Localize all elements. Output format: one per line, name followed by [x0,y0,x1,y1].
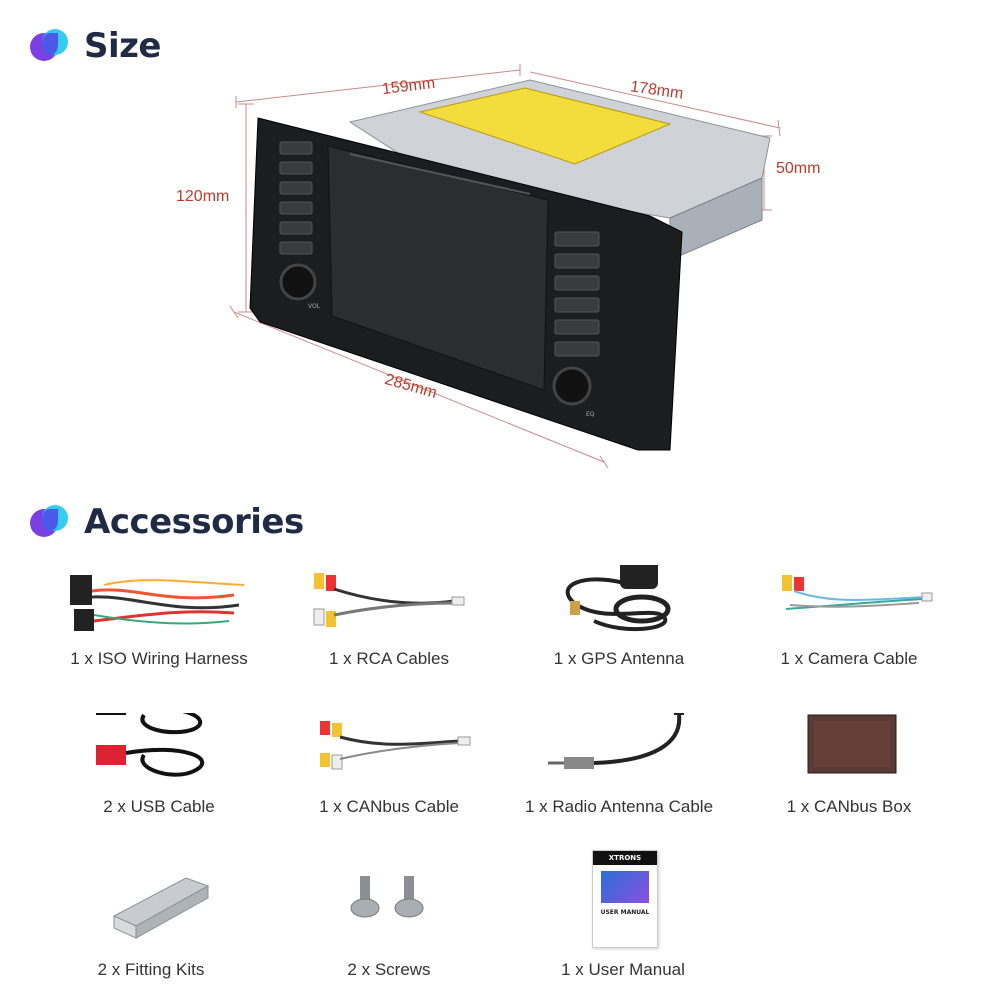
dimension-height-back: 50mm [776,160,821,177]
volume-knob [279,263,317,301]
accessory-label: 2 x Fitting Kits [97,960,205,979]
manual-screen-image [601,871,649,903]
canbus-cable-icon [320,721,471,770]
accessory-canbus-box: 1 x CANbus Box [734,713,964,843]
size-section-title: Size [30,26,162,66]
accessory-label: 1 x User Manual [561,960,685,979]
brand-bubble-icon [30,505,70,539]
manual-brand-bar: XTRONS [593,851,657,865]
accessory-label: 1 x RCA Cables [329,649,449,668]
accessory-user-manual: XTRONS USER MANUAL 1 x User Manual [508,850,738,1006]
accessory-screws: 2 x Screws [274,876,504,1006]
accessory-camera-cable: 1 x Camera Cable [734,565,964,695]
user-manual-icon: XTRONS USER MANUAL [592,850,658,948]
accessory-rca-cables: 1 x RCA Cables [274,565,504,695]
canbus-box-icon [807,714,897,774]
size-title-text: Size [84,26,162,66]
accessory-fitting-kits: 2 x Fitting Kits [36,876,266,1006]
dimension-height-front: 120mm [176,188,230,205]
screws-icon [350,876,424,918]
accessory-label: 1 x CANbus Cable [319,797,459,816]
accessory-label: 2 x Screws [347,960,431,979]
wiring-harness-icon [70,575,245,631]
rca-cables-icon [313,573,465,627]
right-button-panel [554,231,600,357]
accessory-label: 1 x Camera Cable [780,649,918,668]
fitting-kits-icon [112,877,210,939]
accessory-label: 1 x CANbus Box [786,797,912,816]
manual-brand: XTRONS [608,854,642,862]
vol-label: VOL [308,303,321,310]
warning-label [418,87,672,165]
accessory-radio-antenna-cable: 1 x Radio Antenna Cable [504,713,734,843]
accessories-title-text: Accessories [84,502,304,542]
radio-antenna-cable-icon [548,713,684,769]
left-button-panel [279,141,313,255]
eq-label: EQ [586,411,595,418]
accessory-label: 2 x USB Cable [103,797,215,816]
gps-antenna-icon [565,565,671,632]
accessory-label: 1 x ISO Wiring Harness [70,649,248,668]
camera-cable-icon [782,575,933,610]
manual-title: USER MANUAL [600,909,650,916]
brand-bubble-icon [30,29,70,63]
eq-knob [552,366,592,406]
car-stereo-diagram: VOL EQ [229,64,781,469]
accessories-section-title: Accessories [30,502,304,542]
accessory-label: 1 x GPS Antenna [553,649,685,668]
accessory-canbus-cable: 1 x CANbus Cable [274,713,504,843]
accessory-label: 1 x Radio Antenna Cable [524,797,714,816]
accessory-usb-cable: 2 x USB Cable [44,713,274,843]
usb-cable-icon [96,713,205,777]
accessory-gps-antenna: 1 x GPS Antenna [504,565,734,695]
accessory-iso-wiring-harness: 1 x ISO Wiring Harness [44,565,274,695]
